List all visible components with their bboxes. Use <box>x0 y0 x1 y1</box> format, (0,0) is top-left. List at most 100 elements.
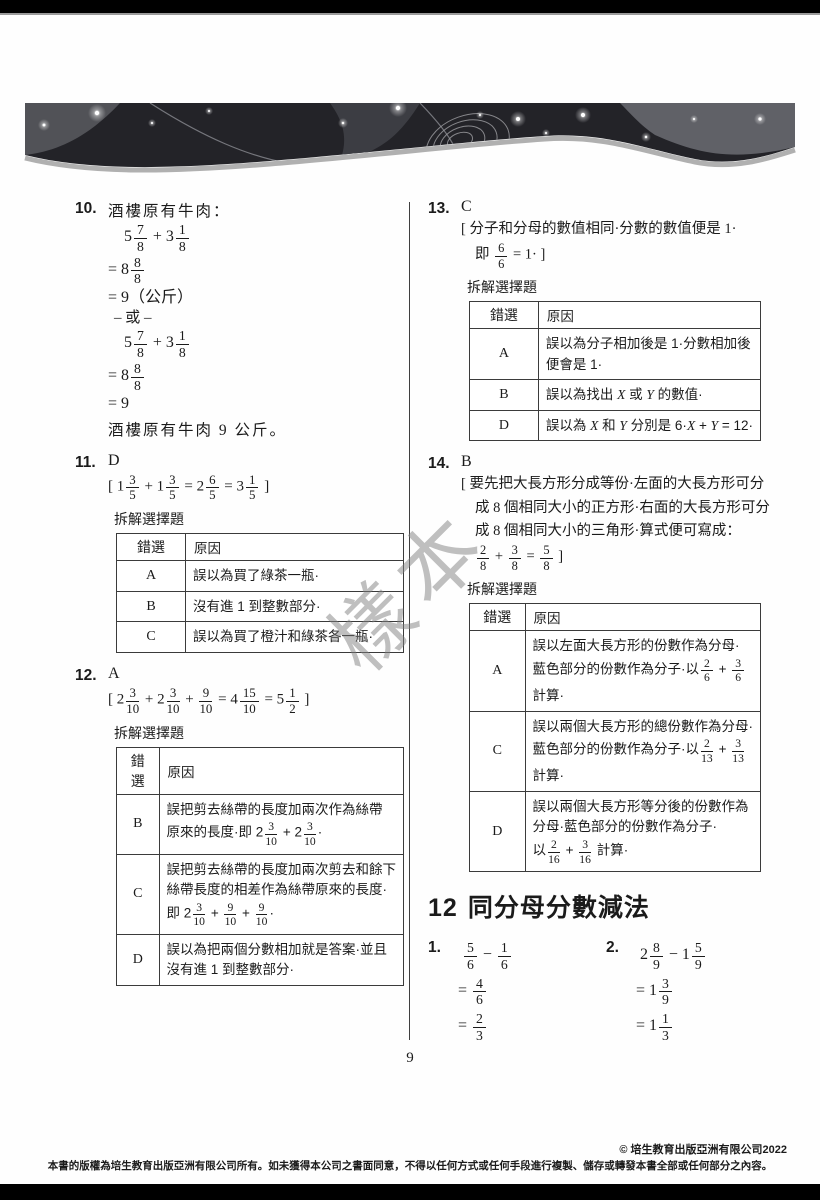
option-cell: D <box>469 409 539 442</box>
wrong-column-header: 錯選 <box>116 533 186 562</box>
option-cell: D <box>469 790 526 873</box>
text-line: 誤以左面大長方形的份數作為分母· <box>532 638 740 654</box>
text-line: 誤以為買了綠茶一瓶· <box>193 568 319 584</box>
option-cell: C <box>116 621 186 653</box>
text-line: 便會是 1· <box>545 356 603 372</box>
text-line: = 9 <box>108 395 130 413</box>
reason-column-header: 原因 <box>537 301 762 330</box>
reason-cell: 誤以為買了綠茶一瓶· <box>185 560 404 592</box>
reason-cell: 沒有進 1 到整數部分· <box>185 590 404 623</box>
option-cell: C <box>116 853 160 935</box>
reason-cell: 誤以為找出 X 或 Y 的數值· <box>537 379 762 411</box>
question-intro: 酒樓原有牛肉： <box>108 203 231 220</box>
wrong-column-header: 錯選 <box>116 746 160 795</box>
page-number: 9 <box>406 1050 414 1066</box>
breakdown-label: 拆解選擇題 <box>114 511 184 528</box>
table-header-row: 錯選原因 <box>469 603 761 632</box>
band-shape <box>25 103 795 168</box>
answer-letter: B <box>461 453 472 471</box>
text-line: [ 分子和分母的數值相同·分數的數值便是 1· <box>461 221 737 237</box>
text-line: 計算· <box>532 768 565 784</box>
option-cell: B <box>116 793 160 855</box>
text-line: 誤以兩個大長方形等分後的份數作為 <box>532 798 749 814</box>
reason-column-header: 原因 <box>158 746 404 795</box>
text-line: = 9（公斤） <box>108 289 194 307</box>
reason-column-header: 原因 <box>185 533 404 562</box>
reason-cell: 誤以為買了橙汁和綠茶各一瓶· <box>185 621 404 653</box>
bottom-edge-bar <box>0 1184 820 1200</box>
explanation-lines: [ 要先把大長方形分成等份·左面的大長方形可分成 8 個相同大小的正方形·右面的… <box>461 474 798 572</box>
table-header-row: 錯選原因 <box>116 746 404 795</box>
text-line: 誤以為找出 X 或 Y 的數值· <box>545 387 703 403</box>
conclusion-line: 酒樓原有牛肉 9 公斤。 <box>108 421 288 439</box>
option-cell: B <box>469 379 539 411</box>
column-divider <box>409 202 410 1040</box>
question-body: B [ 要先把大長方形分成等份·左面的大長方形可分成 8 個相同大小的正方形·右… <box>461 453 798 873</box>
section-title: 同分母分數減法 <box>467 894 650 923</box>
question-number: 13. <box>428 200 450 217</box>
text-line: 誤以為買了橙汁和綠茶各一瓶· <box>193 629 373 645</box>
text-line: – 或 – <box>114 310 152 327</box>
